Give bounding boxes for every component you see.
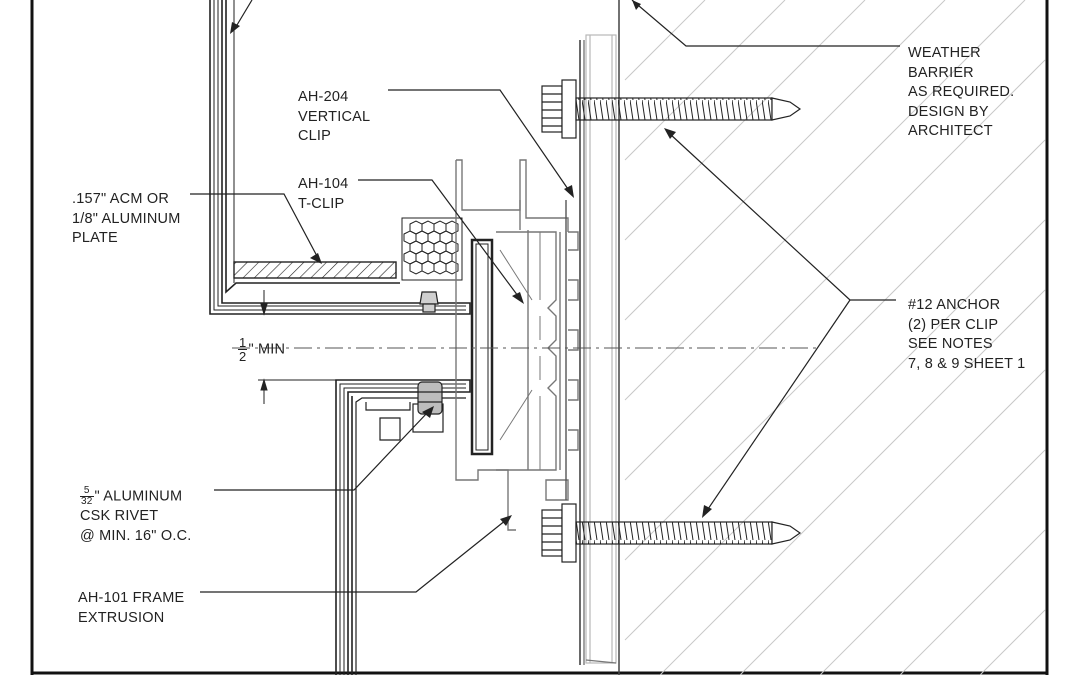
leader-arrowheads [230,0,712,526]
t-clip [470,238,494,456]
leader-lines [190,0,900,593]
acm-plate-line-2: 1/8" ALUMINUM [72,210,181,227]
rivet-upper [419,291,439,313]
vertical-clip-line-2: VERTICAL [298,108,371,125]
frame-extrusion-label: AH-101 FRAME EXTRUSION [78,589,184,628]
honeycomb-spacer [401,217,463,281]
vertical-clip-label: AH-204 VERTICAL CLIP [298,88,370,147]
acm-plate-line-1: .157" ACM OR [72,191,169,207]
wall-substrate [618,0,1046,675]
anchor-label: #12 ANCHOR (2) PER CLIP SEE NOTES 7, 8 &… [908,296,1025,374]
upper-panel [209,0,471,315]
t-clip-line-2: T-CLIP [298,195,345,212]
anchor-line-4: 7, 8 & 9 SHEET 1 [908,355,1026,372]
weather-barrier-line-5: ARCHITECT [908,123,993,139]
vertical-clip [455,40,585,665]
min-gap-text: " MIN [248,341,286,358]
rivet-line-1-text: " ALUMINUM [94,488,183,505]
rivet-line-2: CSK RIVET [80,508,159,524]
anchor-line-2: (2) PER CLIP [908,316,999,333]
anchor-line-3: SEE NOTES [908,336,993,352]
lower-panel [335,379,471,675]
acm-plate-upper [233,261,397,279]
t-clip-line-1: AH-104 [298,176,349,192]
min-gap-dimension [258,290,340,404]
acm-plate-line-3: PLATE [72,230,118,246]
sheet-border [30,0,1049,675]
frame-extrusion-line-1: AH-101 FRAME [78,590,185,606]
anchor-screw-upper [541,79,802,139]
weather-barrier-line-3: AS REQUIRED. [908,84,1015,100]
t-clip-label: AH-104 T-CLIP [298,175,348,214]
lower-frame-extrusion [365,402,444,441]
weather-barrier-label: WEATHER BARRIER AS REQUIRED. DESIGN BY A… [908,44,1014,142]
rivet-line-3: @ MIN. 16" O.C. [80,527,192,544]
anchor-screw-lower [541,503,802,563]
frame-extrusion-line-2: EXTRUSION [78,609,165,626]
min-gap-numerator: 1 [238,335,248,350]
rivet-denominator: 32 [81,496,93,507]
min-gap-fraction: 1 2 [238,335,248,364]
min-gap-denominator: 2 [239,349,247,364]
vertical-clip-line-3: CLIP [298,128,332,144]
acm-plate-label: .157" ACM OR 1/8" ALUMINUM PLATE [72,190,180,249]
weather-barrier-line-4: DESIGN BY [908,103,989,120]
weather-barrier-line-1: WEATHER [908,45,981,61]
weather-barrier-line-2: BARRIER [908,64,974,81]
rivet-numerator: 5 [80,486,94,497]
vertical-clip-line-1: AH-204 [298,89,349,105]
anchor-line-1: #12 ANCHOR [908,297,1001,313]
weather-barrier [585,34,617,664]
min-gap-label: 1 2 " MIN [238,336,285,363]
